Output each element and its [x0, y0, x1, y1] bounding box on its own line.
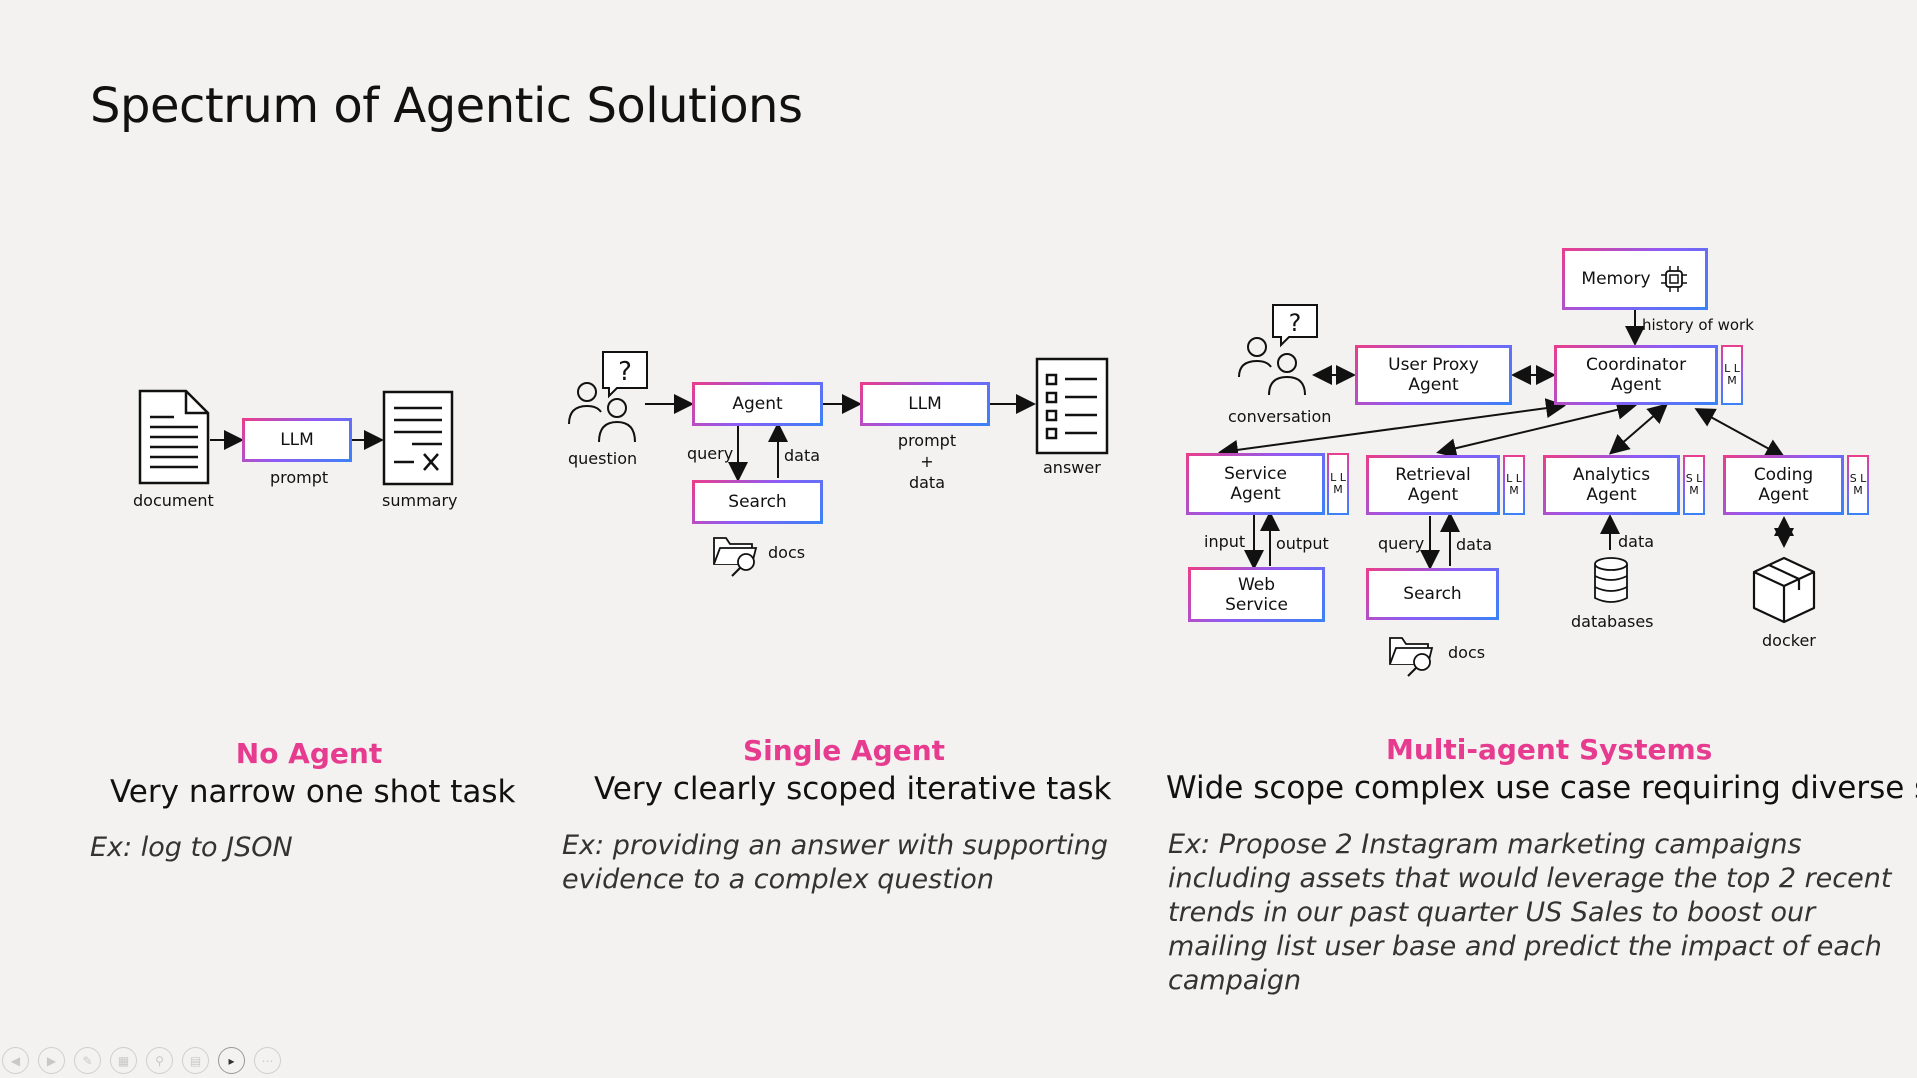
- coding-agent-box: Coding Agent: [1723, 455, 1844, 515]
- coordinator-agent-label: Coordinator Agent: [1585, 355, 1687, 395]
- multi-agent-example: Ex: Propose 2 Instagram marketing campai…: [1168, 829, 1892, 996]
- pen-icon[interactable]: ✎: [74, 1047, 101, 1074]
- user-proxy-agent-box: User Proxy Agent: [1355, 345, 1512, 405]
- forward-icon[interactable]: ▶: [38, 1047, 65, 1074]
- multi-search-label: Search: [1403, 584, 1462, 604]
- summary-label: summary: [382, 491, 458, 510]
- answer-checklist-icon: [1035, 357, 1109, 455]
- multi-search-box: Search: [1366, 568, 1499, 620]
- docs-folder-icon: [713, 537, 758, 577]
- back-icon[interactable]: ◀: [2, 1047, 29, 1074]
- agent-label: Agent: [732, 394, 783, 414]
- single-llm-box: LLM: [860, 382, 990, 426]
- memory-box: Memory: [1562, 248, 1708, 310]
- search-label: Search: [728, 492, 787, 512]
- conversation-person-icon: ?: [1238, 304, 1318, 395]
- retrieval-agent-box: Retrieval Agent: [1366, 455, 1500, 515]
- analytics-slm-tag: S L M: [1683, 455, 1705, 515]
- single-agent-heading: Single Agent: [742, 734, 946, 767]
- user-proxy-agent-label: User Proxy Agent: [1388, 355, 1479, 395]
- output-label: output: [1276, 534, 1329, 553]
- docker-label: docker: [1762, 631, 1816, 650]
- subtitles-icon[interactable]: ▤: [182, 1047, 209, 1074]
- multi-data-label: data: [1456, 535, 1493, 554]
- summary-icon: [382, 390, 454, 486]
- input-label: input: [1204, 532, 1246, 551]
- service-llm-tag: L L M: [1327, 453, 1349, 515]
- presentation-toolbar: ◀ ▶ ✎ ▦ ⚲ ▤ ▸ ⋯: [2, 1047, 281, 1074]
- history-of-work-label: history of work: [1642, 316, 1754, 334]
- docs-label: docs: [768, 543, 806, 562]
- analytics-agent-box: Analytics Agent: [1543, 455, 1680, 515]
- camera-icon[interactable]: ▸: [218, 1047, 245, 1074]
- single-agent-example: Ex: providing an answer with supporting …: [562, 830, 1109, 895]
- no-agent-heading: No Agent: [235, 737, 383, 770]
- question-label: question: [568, 449, 638, 468]
- coding-slm-tag: S L M: [1847, 455, 1869, 515]
- retrieval-llm-tag: L L M: [1503, 455, 1525, 515]
- retrieval-agent-label: Retrieval Agent: [1395, 465, 1471, 505]
- analytics-data-label: data: [1618, 532, 1655, 551]
- service-agent-box: Service Agent: [1186, 453, 1325, 515]
- document-icon: [138, 389, 210, 485]
- slide-title: Spectrum of Agentic Solutions: [90, 78, 803, 134]
- multi-agent-heading: Multi-agent Systems: [1386, 733, 1713, 766]
- multi-docs-label: docs: [1448, 643, 1486, 662]
- no-agent-example: Ex: log to JSON: [90, 832, 293, 863]
- single-llm-label: LLM: [908, 394, 942, 414]
- llm-box: LLM: [242, 418, 352, 462]
- data-label: data: [784, 446, 821, 465]
- memory-label: Memory: [1581, 269, 1651, 289]
- chip-icon: [1660, 266, 1687, 292]
- single-agent-subheading: Very clearly scoped iterative task: [594, 771, 1112, 807]
- more-icon[interactable]: ⋯: [254, 1047, 281, 1074]
- document-label: document: [133, 491, 214, 510]
- web-service-label: Web Service: [1225, 574, 1288, 615]
- agent-box: Agent: [692, 382, 823, 426]
- multi-query-label: query: [1378, 534, 1425, 553]
- svg-text:?: ?: [618, 357, 632, 387]
- service-agent-label: Service Agent: [1224, 464, 1287, 504]
- coding-agent-label: Coding Agent: [1753, 465, 1814, 505]
- coordinator-llm-tag: L L M: [1721, 345, 1743, 405]
- slides-icon[interactable]: ▦: [110, 1047, 137, 1074]
- analytics-agent-label: Analytics Agent: [1572, 465, 1651, 505]
- web-service-box: Web Service: [1188, 567, 1325, 622]
- answer-label: answer: [1043, 458, 1101, 477]
- prompt-data-label: prompt + data: [897, 431, 957, 492]
- multi-agent-subheading: Wide scope complex use case requiring di…: [1166, 770, 1917, 806]
- question-person-icon: ?: [568, 351, 648, 442]
- search-box: Search: [692, 480, 823, 524]
- query-label: query: [687, 444, 734, 463]
- docker-box-icon: [1752, 556, 1816, 624]
- svg-text:?: ?: [1289, 309, 1302, 337]
- no-agent-subheading: Very narrow one shot task: [110, 774, 516, 810]
- conversation-label: conversation: [1228, 407, 1332, 426]
- databases-label: databases: [1571, 612, 1654, 631]
- prompt-label: prompt: [270, 468, 329, 487]
- llm-label: LLM: [280, 430, 314, 450]
- multi-docs-folder-icon: [1389, 637, 1434, 677]
- coordinator-agent-box: Coordinator Agent: [1554, 345, 1718, 405]
- zoom-icon[interactable]: ⚲: [146, 1047, 173, 1074]
- database-icon: [1594, 557, 1628, 603]
